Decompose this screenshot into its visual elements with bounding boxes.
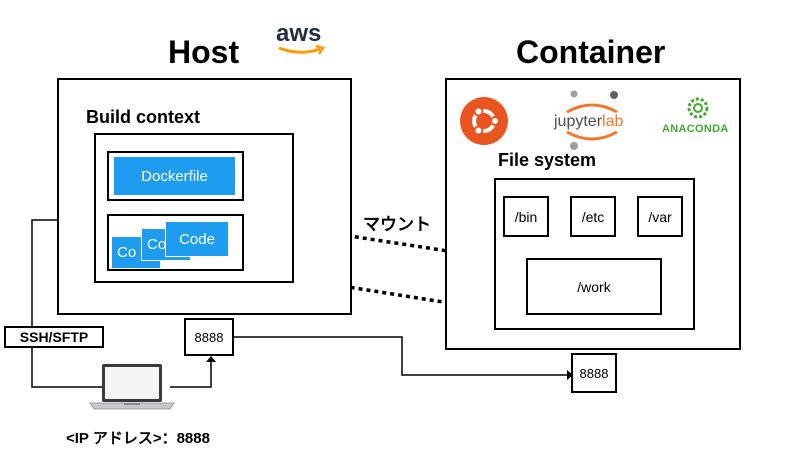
anaconda-ring-icon <box>687 97 709 119</box>
anaconda-logo: ANACONDA <box>660 96 736 140</box>
jupyter-text: jupyter <box>554 113 603 130</box>
dir-bin: /bin <box>503 196 549 237</box>
ip-address-label: <IP アドレス>：8888 <box>66 430 210 447</box>
host-title: Host <box>168 34 240 70</box>
container-port-box: 8888 <box>571 353 617 393</box>
ssh-sftp-label: SSH/SFTP <box>4 326 104 348</box>
file-system-label: File system <box>498 150 597 170</box>
mount-line-top <box>251 219 527 265</box>
anaconda-text: ANACONDA <box>662 123 729 135</box>
code-file-front: Code <box>165 221 229 257</box>
port-forward-line <box>234 336 567 376</box>
jupyter-orbit-icon <box>566 90 618 150</box>
code-file-middle-label: Co <box>147 236 167 253</box>
ubuntu-logo-icon <box>460 97 508 145</box>
host-port-arrow-head <box>206 356 216 362</box>
mount-label: マウント <box>363 215 431 234</box>
dir-etc: /etc <box>570 196 616 237</box>
aws-logo-text: aws <box>276 20 322 47</box>
jupyterlab-text: jupyterlab <box>554 113 623 131</box>
dir-work: /work <box>526 258 662 315</box>
host-port-arrow-line <box>170 362 212 388</box>
dir-var: /var <box>637 196 683 237</box>
lab-text: lab <box>602 113 624 130</box>
dockerfile-file: Dockerfile <box>113 156 236 196</box>
code-file-back-label: Co <box>117 244 137 261</box>
laptop-icon <box>89 364 175 410</box>
ssh-connector-line <box>31 219 105 388</box>
aws-logo: aws <box>276 22 328 62</box>
host-port-box: 8888 <box>184 318 234 356</box>
port-forward-arrow-head <box>567 370 573 380</box>
build-context-label: Build context <box>86 107 201 127</box>
aws-smile-icon <box>278 44 325 55</box>
jupyterlab-logo: jupyterlab <box>552 88 632 154</box>
container-title: Container <box>516 34 666 70</box>
